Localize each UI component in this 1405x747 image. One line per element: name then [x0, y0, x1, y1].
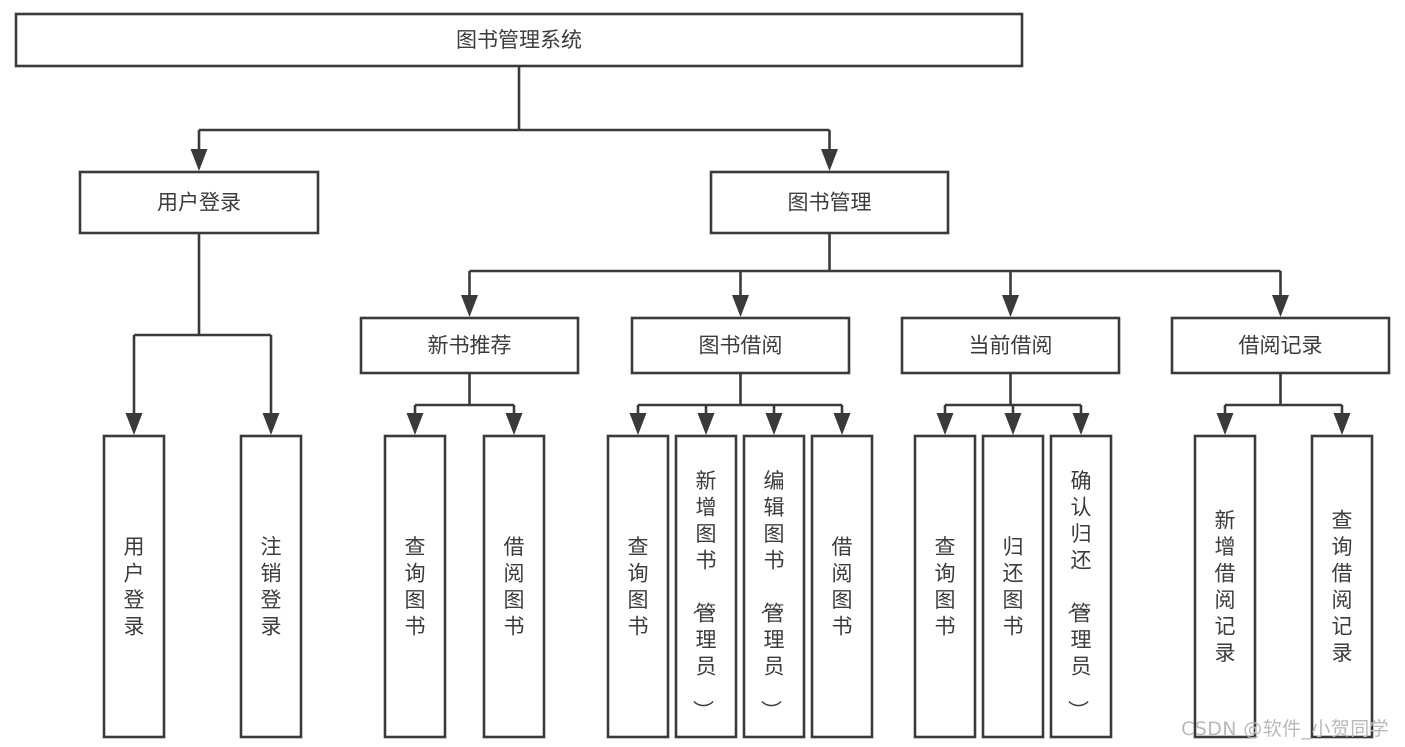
- node-box: [14, 12, 1024, 68]
- node-new-book-rec[interactable]: 新书推荐: [359, 316, 580, 375]
- arrow-head-icon: [190, 149, 208, 171]
- node-box: [606, 434, 670, 739]
- arrow-head-icon: [833, 413, 851, 435]
- node-current-borrow[interactable]: 当前借阅: [900, 316, 1121, 375]
- node-box: [102, 434, 166, 739]
- watermark-label: CSDN @软件_小贺同学: [1181, 718, 1389, 740]
- node-leaf-user-login[interactable]: 用户登录: [102, 434, 166, 739]
- arrow-head-icon: [125, 413, 143, 435]
- arrow-head-icon: [697, 413, 715, 435]
- arrow-head-icon: [461, 295, 478, 317]
- arrow-head-icon: [1216, 413, 1234, 435]
- node-leaf-br-query[interactable]: 查询借阅记录: [1310, 434, 1374, 739]
- arrow-head-icon: [936, 413, 954, 435]
- node-box: [900, 316, 1121, 375]
- node-book-borrow[interactable]: 图书借阅: [630, 316, 851, 375]
- node-leaf-bb-borrow[interactable]: 借阅图书: [810, 434, 874, 739]
- arrow-head-icon: [1072, 413, 1090, 435]
- arrow-head-icon: [1272, 295, 1289, 317]
- node-box: [383, 434, 447, 739]
- node-box: [1170, 316, 1391, 375]
- arrow-head-icon: [505, 413, 523, 435]
- node-book-manage[interactable]: 图书管理: [709, 170, 950, 235]
- node-label: 查询借阅记录: [1332, 509, 1353, 666]
- node-box: [1049, 434, 1113, 739]
- node-box: [239, 434, 303, 739]
- node-label: 借阅图书: [504, 535, 525, 639]
- node-label: 新增借阅记录: [1215, 509, 1236, 666]
- node-label: 借阅图书: [832, 535, 853, 639]
- connector-layer: [125, 66, 1351, 435]
- node-leaf-bb-edit[interactable]: 编辑图书（管理员）: [742, 434, 806, 739]
- node-leaf-cb-return[interactable]: 归还图书: [981, 434, 1045, 739]
- node-box: [630, 316, 851, 375]
- node-label: 图书管理系统: [456, 28, 582, 52]
- node-label: 查询图书: [628, 535, 649, 639]
- node-label: 图书借阅: [699, 334, 783, 358]
- node-leaf-rec-query[interactable]: 查询图书: [383, 434, 447, 739]
- node-layer: 图书管理系统用户登录图书管理新书推荐图书借阅当前借阅借阅记录用户登录注销登录查询…: [14, 12, 1391, 739]
- node-box: [981, 434, 1045, 739]
- node-box: [482, 434, 546, 739]
- node-leaf-bb-add[interactable]: 新增图书（管理员）: [674, 434, 738, 739]
- node-leaf-bb-query[interactable]: 查询图书: [606, 434, 670, 739]
- node-label: 图书管理: [788, 191, 872, 215]
- arrow-head-icon: [1333, 413, 1351, 435]
- node-label: 归还图书: [1003, 535, 1024, 639]
- node-box: [359, 316, 580, 375]
- node-label: 查询图书: [405, 535, 426, 639]
- node-box: [913, 434, 977, 739]
- node-label: 新书推荐: [428, 334, 512, 358]
- arrow-head-icon: [406, 413, 424, 435]
- node-box: [78, 170, 320, 235]
- node-box: [742, 434, 806, 739]
- arrow-head-icon: [821, 149, 838, 171]
- node-box: [674, 434, 738, 739]
- arrow-head-icon: [1004, 413, 1022, 435]
- node-label: 注销登录: [261, 535, 282, 639]
- node-label: 用户登录: [157, 191, 241, 215]
- node-label: 新增图书（管理员）: [691, 469, 717, 721]
- node-leaf-cb-query[interactable]: 查询图书: [913, 434, 977, 739]
- node-box: [709, 170, 950, 235]
- node-label: 查询图书: [935, 535, 956, 639]
- node-box: [810, 434, 874, 739]
- arrow-head-icon: [262, 413, 280, 435]
- node-leaf-user-logout[interactable]: 注销登录: [239, 434, 303, 739]
- node-label: 编辑图书（管理员）: [759, 469, 785, 721]
- node-label: 确认归还（管理员）: [1066, 469, 1092, 721]
- node-user-login[interactable]: 用户登录: [78, 170, 320, 235]
- arrow-head-icon: [629, 413, 647, 435]
- node-borrow-record[interactable]: 借阅记录: [1170, 316, 1391, 375]
- node-label: 当前借阅: [969, 334, 1053, 358]
- node-label: 用户登录: [124, 535, 145, 639]
- node-leaf-br-add[interactable]: 新增借阅记录: [1193, 434, 1257, 739]
- node-leaf-rec-borrow[interactable]: 借阅图书: [482, 434, 546, 739]
- node-leaf-cb-confirm[interactable]: 确认归还（管理员）: [1049, 434, 1113, 739]
- arrow-head-icon: [732, 295, 749, 317]
- node-box: [1310, 434, 1374, 739]
- node-box: [1193, 434, 1257, 739]
- arrow-head-icon: [1002, 295, 1019, 317]
- node-label: 借阅记录: [1239, 334, 1323, 358]
- arrow-head-icon: [765, 413, 783, 435]
- node-root[interactable]: 图书管理系统: [14, 12, 1024, 68]
